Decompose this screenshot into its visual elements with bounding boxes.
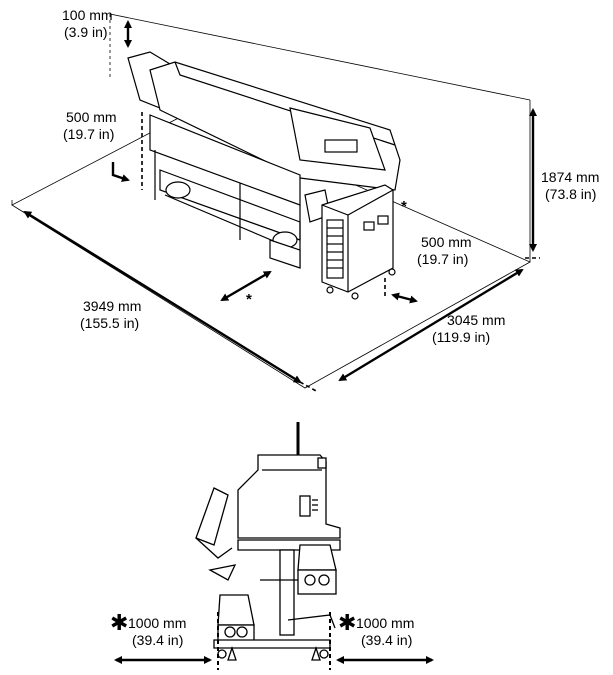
- side-clearance-arrow: [391, 292, 418, 304]
- rear-clearance-arrow: [111, 162, 130, 182]
- left-roll-knob: [236, 626, 248, 638]
- cabinet-handle: [377, 215, 389, 225]
- depth-in: (119.9 in): [432, 329, 490, 345]
- right-roll-unit: [297, 544, 337, 571]
- right-roll-box: [297, 569, 337, 595]
- caster: [351, 292, 359, 300]
- depth-arrow: [338, 268, 524, 382]
- control-panel: [289, 107, 386, 171]
- front-clearance-arrow: [220, 270, 272, 302]
- right-caster: [319, 649, 329, 659]
- front-left-asterisk: ✱: [110, 610, 128, 635]
- front-left-in: (39.4 in): [132, 632, 183, 648]
- left-roll-unit: [217, 594, 255, 626]
- stand-base: [213, 639, 331, 649]
- roll-holder-left: [165, 181, 191, 199]
- front-right-in: (39.4 in): [361, 632, 412, 648]
- rear-asterisk: *: [401, 198, 407, 215]
- vent: [299, 495, 311, 517]
- width-arrow: [23, 210, 302, 384]
- printer-isometric: [127, 51, 401, 300]
- side-clearance-mm: 500 mm: [421, 234, 472, 250]
- cabinet-handle: [363, 221, 375, 231]
- width-mm: 3949 mm: [83, 298, 141, 314]
- ink-slots: [326, 219, 344, 279]
- right-roll-knob: [318, 574, 330, 586]
- rear-tray: [195, 487, 229, 546]
- caster: [388, 268, 396, 276]
- base-brace: [287, 614, 336, 629]
- right-roll-knob: [304, 574, 316, 586]
- head-cap: [317, 457, 327, 469]
- height-mm: 1874 mm: [541, 169, 599, 185]
- top-plane-edge: [109, 13, 531, 101]
- tray-arm: [195, 537, 233, 559]
- rear-clearance-in: (19.7 in): [63, 126, 114, 142]
- left-arm: [208, 564, 237, 581]
- side-clearance-in: (19.7 in): [417, 251, 468, 267]
- dimension-arrows-top: [23, 20, 537, 384]
- stand-post: [279, 549, 295, 636]
- left-roll-knob: [224, 626, 236, 638]
- left-foot: [227, 645, 237, 661]
- top-clearance-mm: 100 mm: [62, 7, 113, 23]
- width-in: (155.5 in): [80, 315, 139, 331]
- caster: [326, 286, 334, 294]
- rear-clearance-mm: 500 mm: [66, 109, 117, 125]
- front-right-mm: 1000 mm: [356, 615, 414, 631]
- top-clearance-in: (3.9 in): [64, 24, 108, 40]
- dashed-guides-bottom: [217, 612, 331, 670]
- left-caster: [217, 649, 227, 659]
- right-foot: [311, 645, 321, 661]
- height-in: (73.8 in): [545, 186, 596, 202]
- front-asterisk: *: [246, 291, 252, 308]
- depth-mm: 3045 mm: [447, 312, 505, 328]
- dashed-guides-top: [141, 112, 540, 393]
- front-left-mm: 1000 mm: [128, 615, 186, 631]
- front-right-asterisk: ✱: [338, 610, 356, 635]
- printer-side-view: [195, 422, 341, 661]
- corner-guide: [299, 381, 319, 393]
- panel-screen: [324, 139, 358, 153]
